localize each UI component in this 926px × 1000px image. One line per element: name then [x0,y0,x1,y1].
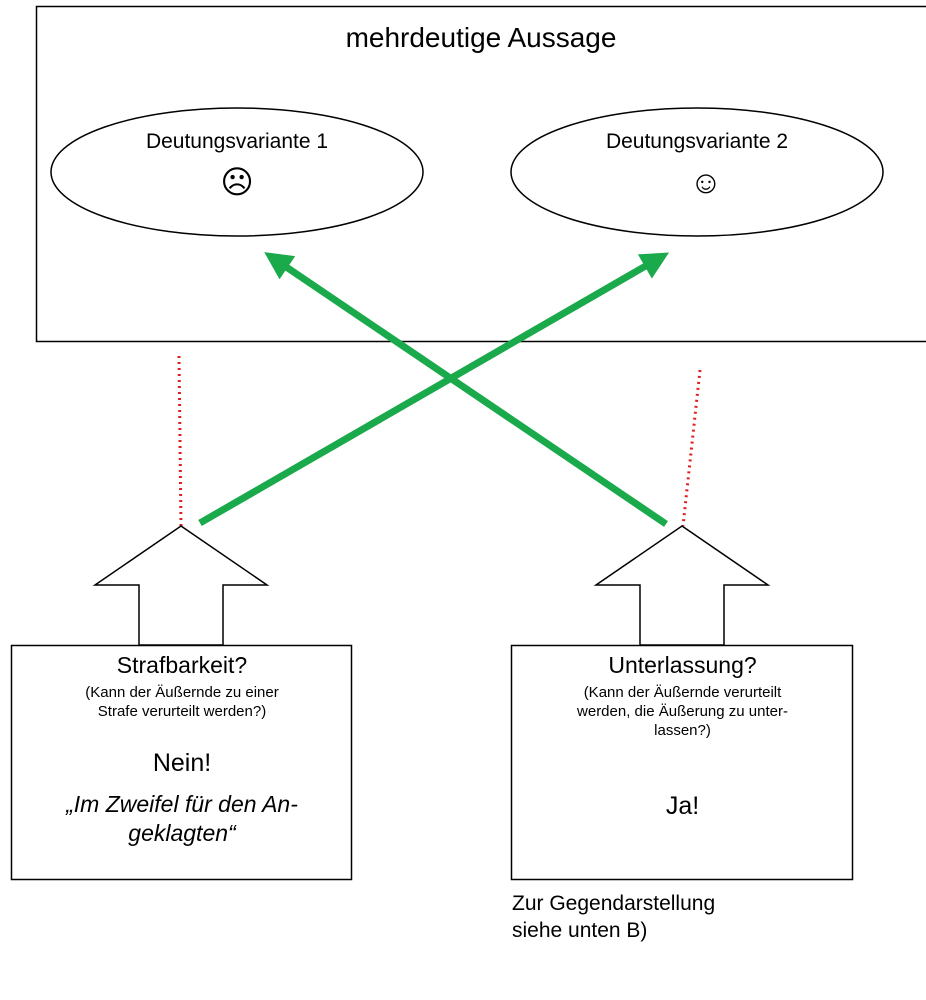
diagram-title: mehrdeutige Aussage [345,22,617,53]
arrow-to-variant-1 [264,252,668,527]
sad-face-icon: ☹ [220,164,254,200]
question-line: lassen?) [654,722,711,739]
statement-box [35,5,926,343]
injunction-verdict: Ja! [665,792,700,820]
question-line: (Kann der Äußernde verurteilt [583,684,782,701]
question-line: Strafe verurteilt werden?) [97,703,267,720]
maxim-line: geklagten“ [128,820,236,846]
maxim-line: „Im Zweifel für den An- [66,791,298,817]
dotted-connector-left [177,355,183,527]
question-line: werden, die Äußerung zu unter- [577,703,788,720]
block-arrow-right [593,525,771,646]
criminal-liability-verdict: Nein! [152,749,212,777]
note-line: Zur Gegendarstellung [512,892,716,915]
injunction-box [510,644,854,881]
variant-1-ellipse [50,107,424,237]
variant-1-label: Deutungsvariante 1 [145,130,329,153]
arrow-to-variant-2 [198,252,670,527]
dotted-connector-right [681,369,702,527]
criminal-liability-question: (Kann der Äußernde zu einer Strafe verur… [12,683,352,721]
counterstatement-note: Zur Gegendarstellung siehe unten B) [512,890,715,944]
variant-2-label: Deutungsvariante 2 [605,130,789,153]
block-arrow-left [92,525,270,646]
smiley-face-icon: ☺ [689,164,723,200]
injunction-question: (Kann der Äußernde verurteilt werden, di… [512,683,853,740]
criminal-liability-box [10,644,353,881]
variant-2-ellipse [510,107,884,237]
question-line: (Kann der Äußernde zu einer [85,684,279,701]
criminal-liability-heading: Strafbarkeit? [116,652,248,678]
in-dubio-maxim: „Im Zweifel für den An- geklagten“ [12,790,352,848]
injunction-heading: Unterlassung? [608,652,757,678]
note-line: siehe unten B) [512,919,648,942]
